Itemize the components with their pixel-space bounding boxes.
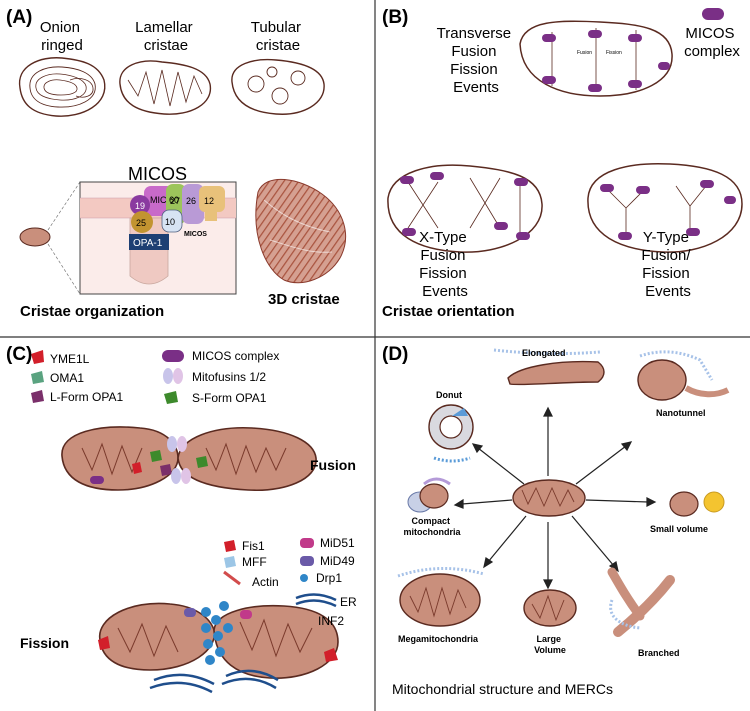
legend-mid51: MiD51: [320, 536, 355, 550]
panel-b-micos-marks: [400, 8, 736, 240]
nanotunnel-label: Nanotunnel: [656, 408, 706, 418]
panel-d-caption: Mitochondrial structure and MERCs: [392, 681, 613, 697]
legend-inf2: INF2: [318, 614, 344, 628]
fusion-mitochondria: [61, 426, 317, 491]
micos-complex-label: MICOS complex: [684, 25, 740, 60]
micos-19-label: 19: [135, 201, 145, 211]
cristae-organization-caption: Cristae organization: [20, 303, 164, 320]
cristae-orientation-caption: Cristae orientation: [382, 303, 515, 320]
legend-er: ER: [340, 595, 357, 609]
micos-25-label: 25: [136, 218, 146, 228]
panel-a-letter: (A): [6, 7, 32, 28]
panel-a-outline-mitochondria: [18, 57, 325, 117]
fission-label: Fission: [20, 635, 69, 651]
micos-10-label: 10: [165, 217, 175, 227]
legend-lform-opa1: L-Form OPA1: [50, 390, 123, 404]
compact-mitochondria-label: Compact mitochondria: [403, 516, 461, 537]
branched-label: Branched: [638, 648, 680, 658]
panel-d-arrows: [453, 406, 657, 590]
megamitochondria-label: Megamitochondria: [398, 634, 479, 644]
fusion-arrow-label: Fusion: [577, 50, 592, 56]
large-volume-label: Large Volume: [534, 634, 566, 655]
donut-label: Donut: [436, 390, 462, 400]
y-type-events-label: Y-Type Fusion/ Fission Events: [641, 229, 694, 300]
legend-fis1: Fis1: [242, 539, 265, 553]
legend-drp1: Drp1: [316, 571, 342, 585]
transverse-events-label: Transverse Fusion Fission Events: [437, 25, 516, 96]
panel-d-mitochondria: [397, 348, 730, 637]
legend-sform-opa1: S-Form OPA1: [192, 391, 267, 405]
panel-d-letter: (D): [382, 344, 408, 365]
legend-mid49: MiD49: [320, 554, 355, 568]
panel-c-letter: (C): [6, 344, 32, 365]
micos-27-label: 27: [170, 196, 180, 206]
panel-b-letter: (B): [382, 7, 408, 28]
lamellar-cristae-label: Lamellar cristae: [135, 19, 197, 54]
3d-cristae-render: [255, 178, 347, 284]
legend-mitofusins: Mitofusins 1/2: [192, 370, 266, 384]
elongated-label: Elongated: [522, 348, 566, 358]
legend-yme1l: YME1L: [50, 352, 90, 366]
micos-12-label: 12: [204, 196, 214, 206]
onion-ringed-label: Onion ringed: [40, 19, 84, 54]
micos-proteins: [129, 184, 225, 250]
tubular-cristae-label: Tubular cristae: [251, 19, 305, 54]
micos-mic60-label: MIC 60: [150, 195, 179, 205]
legend-mff: MFF: [242, 555, 267, 569]
opa1-label: OPA-1: [133, 238, 163, 249]
fission-arrow-label: Fission: [606, 50, 622, 56]
legend-actin: Actin: [252, 575, 279, 589]
panel-b-mitochondria: [387, 20, 743, 253]
fusion-label: Fusion: [310, 457, 356, 473]
legend-oma1: OMA1: [50, 371, 84, 385]
small-volume-label: Small volume: [650, 524, 708, 534]
legend-micos: MICOS complex: [192, 349, 279, 363]
x-type-events-label: X-Type Fusion Fission Events: [419, 229, 471, 300]
micos-title: MICOS: [128, 164, 187, 184]
micos-small-label: MICOS: [184, 231, 207, 238]
fission-mitochondria: [98, 601, 339, 694]
3d-cristae-caption: 3D cristae: [268, 291, 340, 308]
panel-a-small-mito: [19, 181, 81, 295]
micos-26-label: 26: [186, 196, 196, 206]
